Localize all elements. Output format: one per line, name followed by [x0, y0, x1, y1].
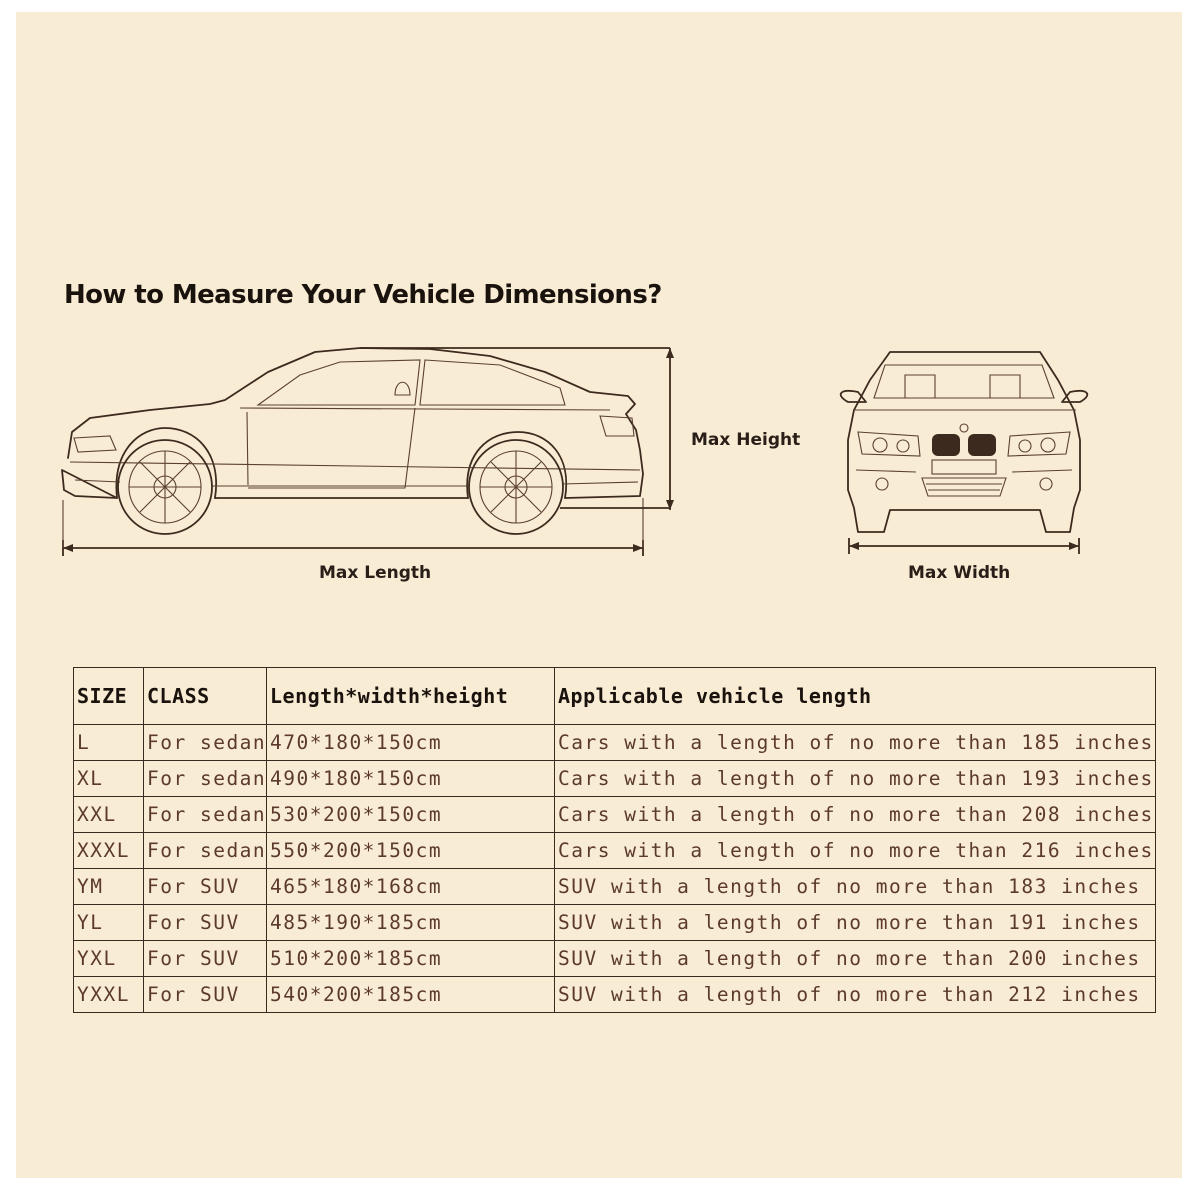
class-cell: For sedan [143, 796, 267, 833]
column-header-size: SIZE [73, 667, 144, 725]
car-side-view-illustration [61, 347, 644, 535]
max-width-label: Max Width [908, 563, 1011, 583]
applicable-length-cell: SUV with a length of no more than 183 in… [554, 868, 1156, 905]
table-row: XXL For sedan 530*200*150cm Cars with a … [73, 796, 1156, 833]
class-cell: For sedan [143, 760, 267, 797]
size-chart-table: SIZE CLASS Length*width*height Applicabl… [73, 667, 1156, 1013]
class-cell: For SUV [143, 868, 267, 905]
table-row: XL For sedan 490*180*150cm Cars with a l… [73, 760, 1156, 797]
table-row: YXL For SUV 510*200*185cm SUV with a len… [73, 940, 1156, 977]
applicable-length-cell: SUV with a length of no more than 191 in… [554, 904, 1156, 941]
height-dimension-line [360, 347, 674, 510]
dimensions-cell: 485*190*185cm [266, 904, 555, 941]
table-row: YXXL For SUV 540*200*185cm SUV with a le… [73, 976, 1156, 1013]
max-height-label: Max Height [691, 430, 801, 450]
table-row: XXXL For sedan 550*200*150cm Cars with a… [73, 832, 1156, 869]
car-front-view-illustration [839, 351, 1089, 533]
size-cell: YM [73, 868, 144, 905]
dimensions-cell: 550*200*150cm [266, 832, 555, 869]
column-header-dimensions: Length*width*height [266, 667, 555, 725]
table-row: L For sedan 470*180*150cm Cars with a le… [73, 724, 1156, 761]
size-cell: XXL [73, 796, 144, 833]
table-row: YL For SUV 485*190*185cm SUV with a leng… [73, 904, 1156, 941]
dimensions-cell: 490*180*150cm [266, 760, 555, 797]
class-cell: For SUV [143, 976, 267, 1013]
dimensions-cell: 465*180*168cm [266, 868, 555, 905]
size-cell: XL [73, 760, 144, 797]
dimensions-cell: 470*180*150cm [266, 724, 555, 761]
length-dimension-line [62, 498, 644, 556]
size-cell: YXXL [73, 976, 144, 1013]
table-header-row: SIZE CLASS Length*width*height Applicabl… [73, 667, 1156, 725]
applicable-length-cell: Cars with a length of no more than 208 i… [554, 796, 1156, 833]
applicable-length-cell: Cars with a length of no more than 193 i… [554, 760, 1156, 797]
table-row: YM For SUV 465*180*168cm SUV with a leng… [73, 868, 1156, 905]
class-cell: For sedan [143, 832, 267, 869]
dimensions-cell: 530*200*150cm [266, 796, 555, 833]
column-header-applicable-length: Applicable vehicle length [554, 667, 1156, 725]
applicable-length-cell: Cars with a length of no more than 216 i… [554, 832, 1156, 869]
width-dimension-line [848, 538, 1080, 554]
page-title: How to Measure Your Vehicle Dimensions? [64, 280, 662, 310]
dimensions-cell: 510*200*185cm [266, 940, 555, 977]
max-length-label: Max Length [319, 563, 432, 583]
dimensions-cell: 540*200*185cm [266, 976, 555, 1013]
class-cell: For SUV [143, 904, 267, 941]
applicable-length-cell: SUV with a length of no more than 200 in… [554, 940, 1156, 977]
size-cell: XXXL [73, 832, 144, 869]
applicable-length-cell: Cars with a length of no more than 185 i… [554, 724, 1156, 761]
size-cell: YL [73, 904, 144, 941]
applicable-length-cell: SUV with a length of no more than 212 in… [554, 976, 1156, 1013]
size-cell: L [73, 724, 144, 761]
class-cell: For sedan [143, 724, 267, 761]
column-header-class: CLASS [143, 667, 267, 725]
class-cell: For SUV [143, 940, 267, 977]
size-cell: YXL [73, 940, 144, 977]
